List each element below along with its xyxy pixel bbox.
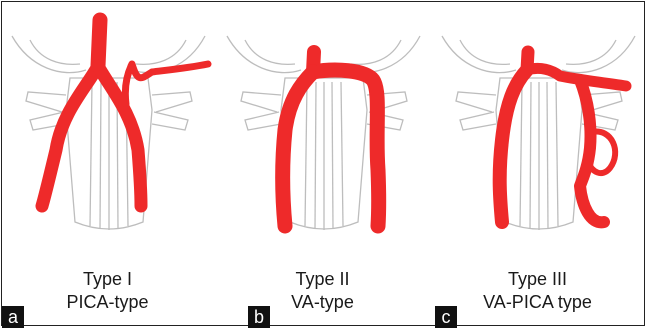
panel-letter-b: b [248,306,270,328]
arteries-va-pica-type [500,52,626,222]
panel-letter-c: c [435,306,457,328]
arteries-pica-type [42,20,208,206]
type-label: Type I [0,268,215,290]
panel-letter-a: a [2,306,24,328]
panel-b: Type II VA-type b [215,0,430,328]
panel-c: Type III VA-PICA type c [430,0,645,328]
type-label: Type II [215,268,430,290]
type-label: Type III [430,268,645,290]
subtype-label: VA-PICA type [430,291,645,313]
subtype-label: PICA-type [0,291,215,313]
panel-a: Type I PICA-type a [0,0,215,328]
